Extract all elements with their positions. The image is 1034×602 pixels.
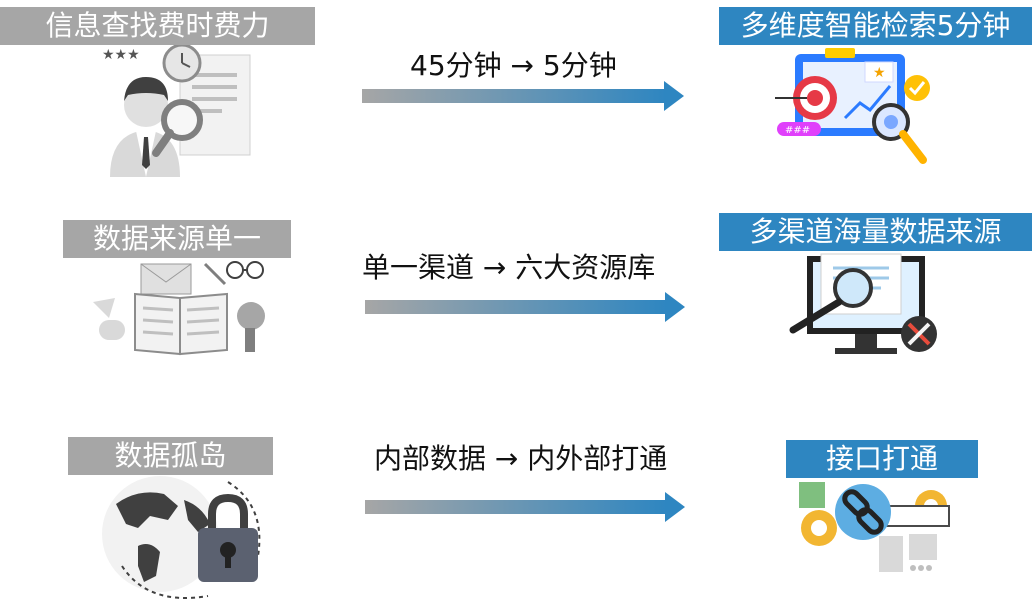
svg-text:★: ★ bbox=[873, 65, 886, 81]
right-label-2: 多渠道海量数据来源 bbox=[719, 213, 1032, 251]
caption-2: 单一渠道 → 六大资源库 bbox=[362, 251, 656, 284]
person-search-document-icon: ★★★ bbox=[102, 45, 251, 177]
caption-1: 45分钟 → 5分钟 bbox=[410, 49, 617, 82]
right-label-3: 接口打通 bbox=[786, 440, 978, 478]
chain-link-gears-icon bbox=[799, 482, 950, 572]
book-documents-icon bbox=[93, 261, 265, 356]
analytics-target-search-icon: ★ ### bbox=[775, 48, 930, 164]
caption-3: 内部数据 → 内外部打通 bbox=[374, 442, 668, 475]
svg-text:★★★: ★★★ bbox=[102, 47, 140, 63]
right-label-1: 多维度智能检索5分钟 bbox=[719, 7, 1032, 45]
svg-text:###: ### bbox=[785, 125, 810, 136]
globe-lock-icon bbox=[102, 476, 261, 599]
arrow-1 bbox=[362, 81, 684, 111]
monitor-search-tools-icon bbox=[789, 253, 937, 354]
left-label-3: 数据孤岛 bbox=[68, 437, 273, 475]
arrow-3 bbox=[365, 492, 685, 522]
left-label-2: 数据来源单一 bbox=[63, 220, 291, 258]
arrow-2 bbox=[365, 292, 685, 322]
left-label-1: 信息查找费时费力 bbox=[0, 7, 315, 45]
